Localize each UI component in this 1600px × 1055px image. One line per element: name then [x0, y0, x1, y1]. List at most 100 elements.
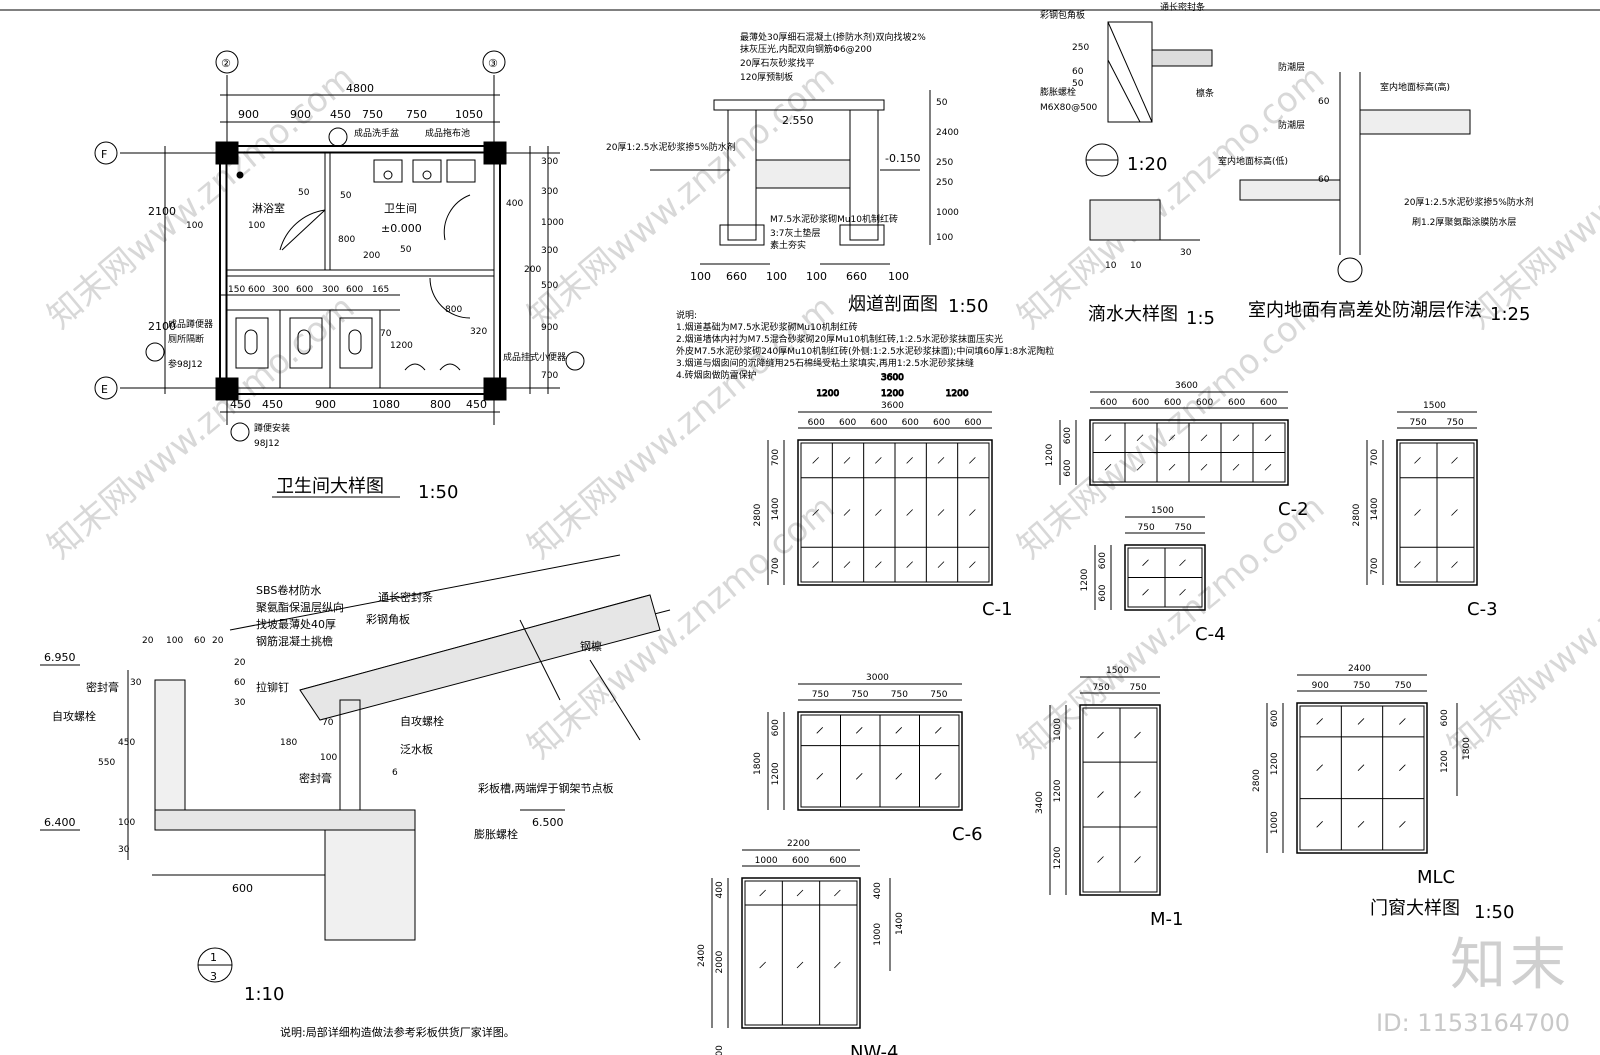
chimney-note-2: 2.烟道墙体内衬为M7.5混合砂浆砌20厚Mu10机制红砖,1:2.5水泥砂浆抹…: [676, 333, 1003, 345]
chimney-dim-3: 100: [766, 270, 787, 283]
window-c1-width: 3600: [881, 373, 904, 383]
chimney-note-3: 外皮M7.5水泥砂浆砌240厚Mu10机制红砖(外侧:1:2.5水泥砂浆抹面);…: [676, 345, 1054, 357]
window-row-dim: 400: [715, 881, 725, 898]
chimney-elevation-1: 2.550: [782, 114, 814, 127]
window-row-dim: 1200: [1270, 752, 1280, 775]
misc-dim-2: 100: [248, 221, 265, 231]
damp-dim-2: 60: [1318, 175, 1330, 185]
drip-label-5: 檩条: [1196, 87, 1214, 99]
dim-top-5: 750: [406, 108, 427, 121]
window-name-label: C-6: [952, 824, 983, 845]
window-name-label: C-1: [982, 599, 1013, 620]
stall-dim-2: 600: [248, 285, 265, 295]
damp-scale: 1:25: [1490, 304, 1530, 325]
window-row-dim: 1200: [1053, 779, 1063, 802]
drip-dim-2: 60: [1072, 67, 1084, 77]
chimney-note-4: 3.烟道与烟囱间的沉降缝用25石棉绳受粘土浆填实,再用1:2.5水泥砂浆抹缝: [676, 357, 974, 369]
eave-width-dim: 600: [232, 882, 253, 895]
axis-3-label: ③: [488, 57, 498, 70]
drip-dim-4: 10: [1130, 261, 1142, 271]
chimney-dim-4: 100: [806, 270, 827, 283]
window-row-dim: 1400: [1370, 497, 1380, 520]
window-width-dim: 1500: [1106, 666, 1129, 676]
drip-dim-6: 10: [1105, 261, 1117, 271]
drip-label-3: 膨胀螺栓: [1040, 86, 1076, 98]
window-cell-dim: 600: [933, 418, 950, 428]
misc-dim-8: 800: [445, 305, 462, 315]
window-labels: 门窗大样图 1:50: [1370, 898, 1514, 923]
partition-label: 厕所隔断: [168, 333, 204, 345]
window-width-dim: 2400: [1348, 664, 1371, 674]
window-name-label: C-2: [1278, 499, 1309, 520]
right-dim-6: 500: [541, 281, 558, 291]
window-right-height-dim: 1800: [1462, 737, 1472, 760]
eave-ldim-2: 450: [118, 738, 135, 748]
drip-label-2: 通长密封条: [1160, 1, 1205, 13]
window-height-dim: 2800: [1252, 769, 1262, 792]
damp-label-4: 室内地面标高(低): [1218, 155, 1288, 167]
dim-top-6: 1050: [455, 108, 483, 121]
eave-ref-number: 1: [210, 951, 217, 964]
chimney-label-2: M7.5水泥砂浆砌Mu10机制红砖: [770, 213, 898, 225]
window-width-dim: 3000: [866, 673, 889, 683]
dim-top-4: 750: [362, 108, 383, 121]
damp-detail: [1239, 72, 1471, 283]
dim-bottom-4: 1080: [372, 398, 400, 411]
window-right-row-dim: 1000: [873, 923, 883, 946]
stall-dim-5: 300: [322, 285, 339, 295]
window-cell-dim: 600: [1196, 398, 1213, 408]
drip-label-4: M6X80@500: [1040, 103, 1098, 113]
toilet-room-label: 卫生间: [384, 201, 417, 215]
eave-mdim-3: 30: [234, 698, 246, 708]
washbasin-label: 成品洗手盆: [354, 127, 399, 139]
eave-tdim-3: 60: [194, 636, 206, 646]
damp-label-1: 防潮层: [1278, 61, 1305, 73]
bathroom-labels: ② ③ F E 4800 900 900 450 750 750 1050 45…: [101, 57, 566, 503]
bathroom-plan: [94, 50, 585, 442]
eave-layer-1: SBS卷材防水: [256, 583, 321, 597]
eave-label-gutter: 彩板槽,两端焊于钢架节点板: [478, 781, 614, 795]
axis-e-label: E: [101, 383, 108, 396]
window-cell-dim: 1000: [755, 856, 778, 866]
window-name-label: C-4: [1195, 624, 1226, 645]
window-cell-dim: 600: [1100, 398, 1117, 408]
brand-id: ID: 1153164700: [1376, 1009, 1570, 1037]
window-height-dim: 1800: [753, 752, 763, 775]
misc-dim-6: 200: [363, 251, 380, 261]
window-cell-dim: 600: [902, 418, 919, 428]
chimney-dim-5: 660: [846, 270, 867, 283]
dim-top-2: 900: [290, 108, 311, 121]
window-cell-dim: 600: [1132, 398, 1149, 408]
eave-mdim-7: 6: [392, 768, 398, 778]
chimney-rdim-6: 100: [936, 233, 953, 243]
window-name-label: NW-4: [850, 1042, 898, 1055]
window-cell-dim: 900: [1312, 681, 1329, 691]
window-row-dim: 1400: [771, 497, 781, 520]
window-width-dim: 2200: [787, 839, 810, 849]
window-row-dim: 2000: [715, 950, 725, 973]
right-dim-3: 1000: [541, 218, 564, 228]
right-dim-5: 200: [524, 265, 541, 275]
drip-dim-5: 30: [1180, 248, 1192, 258]
drip-section-scale: 1:20: [1127, 154, 1167, 175]
chimney-note-0: 说明:: [676, 309, 697, 321]
window-cell-dim: 750: [930, 690, 947, 700]
right-dim-1: 300: [541, 157, 558, 167]
chimney-rdim-1: 50: [936, 98, 948, 108]
window-height-dim: 1200: [1080, 568, 1090, 591]
right-dim-7: 900: [541, 323, 558, 333]
squat-toilet-label: 成品蹲便器: [168, 318, 213, 330]
eave-label-purlin: 钢檩: [580, 639, 602, 653]
chimney-section: [650, 90, 931, 265]
brand-block: 知末 ID: 1153164700: [1376, 920, 1570, 1037]
misc-dim-3: 50: [340, 191, 352, 201]
damp-title: 室内地面有高差处防潮层作法: [1248, 300, 1482, 321]
chimney-dim-6: 100: [888, 270, 909, 283]
stall-dim-1: 150: [228, 285, 245, 295]
eave-label-seal-strip: 通长密封条: [378, 590, 433, 604]
